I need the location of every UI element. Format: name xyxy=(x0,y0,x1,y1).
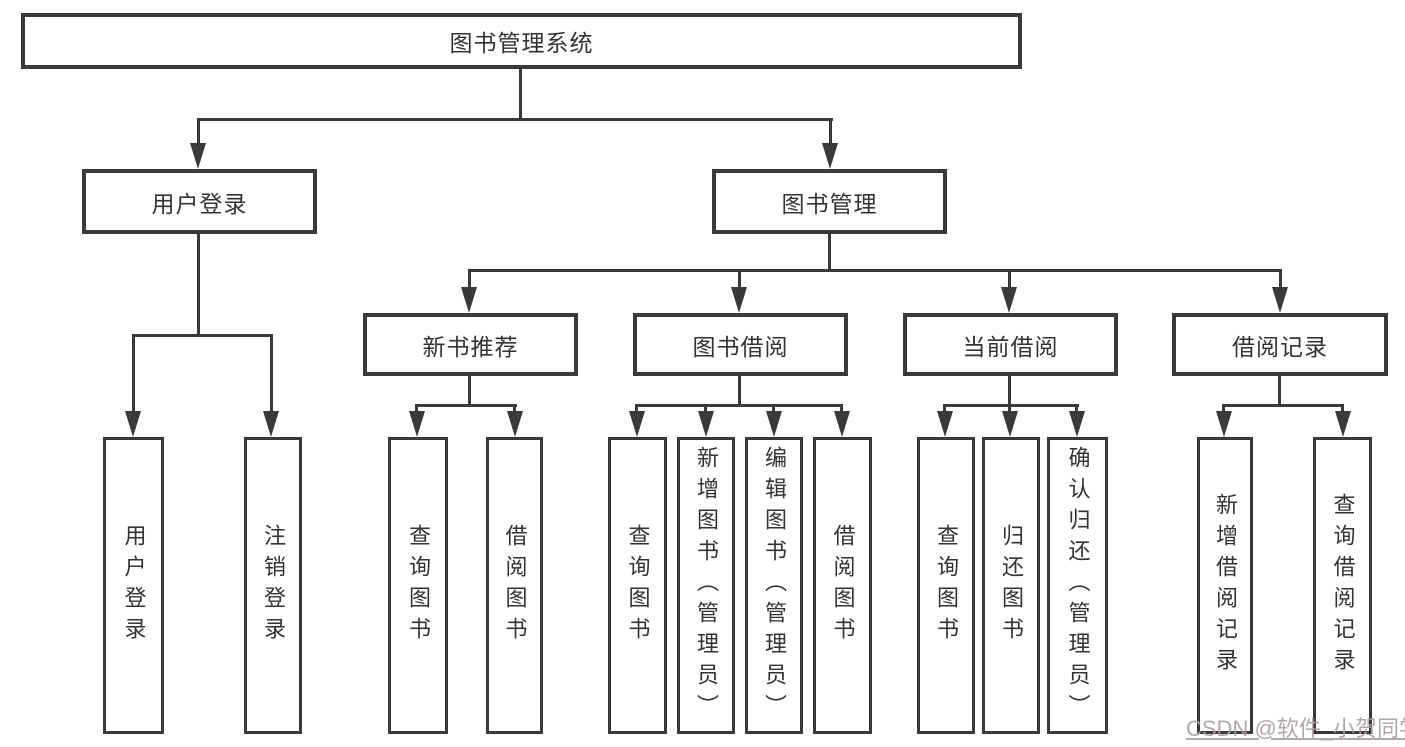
node-leaf-recommend-query-books: 查询图书 xyxy=(388,437,448,734)
node-leaf-records-query-record: 查询借阅记录 xyxy=(1313,437,1372,734)
connector-vline xyxy=(828,234,831,272)
connector-hline xyxy=(468,269,1282,272)
arrow-down-icon xyxy=(263,411,279,437)
connector-vline xyxy=(829,118,832,146)
node-leaf-borrowing-borrow-books-label: 借阅图书 xyxy=(830,523,856,648)
connector-vline xyxy=(1075,404,1078,414)
arrow-down-icon xyxy=(1335,411,1351,437)
arrow-down-icon xyxy=(1002,411,1018,437)
connector-hline xyxy=(197,118,833,121)
arrow-down-icon xyxy=(629,411,645,437)
arrow-down-icon xyxy=(731,287,747,313)
connector-vline xyxy=(468,376,471,407)
node-leaf-recommend-borrow-books: 借阅图书 xyxy=(486,437,543,734)
node-book-borrowing-label: 图书借阅 xyxy=(692,333,789,360)
arrow-down-icon xyxy=(1216,411,1232,437)
arrow-down-icon xyxy=(834,411,850,437)
connector-hline xyxy=(1223,404,1344,407)
connector-vline xyxy=(197,118,200,146)
node-leaf-recommend-borrow-books-label: 借阅图书 xyxy=(502,523,528,648)
node-new-book-recommend: 新书推荐 xyxy=(363,313,578,376)
node-root: 图书管理系统 xyxy=(21,13,1022,69)
node-book-borrowing: 图书借阅 xyxy=(633,313,848,376)
arrow-down-icon xyxy=(1272,287,1288,313)
node-book-management: 图书管理 xyxy=(712,169,947,234)
connector-vline xyxy=(1341,404,1344,414)
node-leaf-borrowing-add-books-admin-label: 新增图书（管理员） xyxy=(694,446,719,725)
connector-hline xyxy=(944,404,1079,407)
arrow-down-icon xyxy=(507,411,523,437)
connector-vline xyxy=(519,69,522,120)
node-leaf-borrowing-query-books: 查询图书 xyxy=(608,437,667,734)
node-leaf-borrowing-query-books-label: 查询图书 xyxy=(625,523,651,648)
node-leaf-logout-label: 注销登录 xyxy=(261,523,286,648)
connector-vline xyxy=(1008,376,1011,407)
connector-vline xyxy=(1008,404,1011,414)
arrow-down-icon xyxy=(190,143,206,169)
connector-vline xyxy=(468,269,471,290)
connector-hline xyxy=(636,404,843,407)
node-leaf-current-confirm-return-admin-label: 确认归还（管理员） xyxy=(1065,446,1091,725)
csdn-watermark: CSDN @软件_小贺同学 xyxy=(1186,716,1405,741)
node-leaf-recommend-query-books-label: 查询图书 xyxy=(406,523,431,648)
connector-hline xyxy=(132,334,273,337)
arrow-down-icon xyxy=(1001,287,1017,313)
connector-vline xyxy=(738,376,741,407)
connector-vline xyxy=(738,269,741,290)
connector-vline xyxy=(943,404,946,414)
node-root-label: 图书管理系统 xyxy=(449,30,594,56)
node-leaf-records-add-record-label: 新增借阅记录 xyxy=(1213,492,1238,679)
node-leaf-records-add-record: 新增借阅记录 xyxy=(1197,437,1253,734)
arrow-down-icon xyxy=(937,411,953,437)
node-new-book-recommend-label: 新书推荐 xyxy=(422,333,519,360)
arrow-down-icon xyxy=(822,143,838,169)
connector-vline xyxy=(132,334,135,412)
connector-vline xyxy=(1278,376,1281,407)
node-leaf-user-login-label: 用户登录 xyxy=(121,523,147,648)
node-current-borrowing-label: 当前借阅 xyxy=(962,333,1059,360)
connector-vline xyxy=(1008,269,1011,290)
connector-vline xyxy=(513,404,516,414)
node-leaf-current-query-books-label: 查询图书 xyxy=(934,523,959,648)
connector-vline xyxy=(197,233,200,337)
connector-vline xyxy=(1279,269,1282,290)
connector-vline xyxy=(270,334,273,412)
arrow-down-icon xyxy=(698,411,714,437)
connector-vline xyxy=(1222,404,1225,414)
node-user-login-label: 用户登录 xyxy=(151,190,248,217)
connector-vline xyxy=(704,404,707,414)
node-leaf-records-query-record-label: 查询借阅记录 xyxy=(1330,492,1356,679)
node-leaf-borrowing-edit-books-admin: 编辑图书（管理员） xyxy=(745,437,803,734)
arrow-down-icon xyxy=(125,411,141,437)
node-user-login: 用户登录 xyxy=(82,169,317,234)
node-leaf-current-confirm-return-admin: 确认归还（管理员） xyxy=(1047,437,1108,734)
node-book-management-label: 图书管理 xyxy=(781,190,878,217)
node-leaf-current-query-books: 查询图书 xyxy=(917,437,975,734)
connector-vline xyxy=(840,404,843,414)
node-leaf-borrowing-borrow-books: 借阅图书 xyxy=(813,437,872,734)
node-leaf-current-return-books: 归还图书 xyxy=(982,437,1040,734)
node-borrowing-records-label: 借阅记录 xyxy=(1232,333,1328,360)
arrow-down-icon xyxy=(1069,411,1085,437)
arrow-down-icon xyxy=(461,287,477,313)
connector-vline xyxy=(635,404,638,414)
connector-vline xyxy=(772,404,775,414)
node-leaf-borrowing-add-books-admin: 新增图书（管理员） xyxy=(677,437,735,734)
connector-vline xyxy=(415,404,418,414)
node-current-borrowing: 当前借阅 xyxy=(903,313,1118,376)
connector-hline xyxy=(416,404,517,407)
node-borrowing-records: 借阅记录 xyxy=(1172,313,1388,376)
node-leaf-logout: 注销登录 xyxy=(244,437,302,734)
arrow-down-icon xyxy=(409,411,425,437)
node-leaf-user-login: 用户登录 xyxy=(103,437,164,734)
arrow-down-icon xyxy=(766,411,782,437)
node-leaf-current-return-books-label: 归还图书 xyxy=(999,523,1024,648)
node-leaf-borrowing-edit-books-admin-label: 编辑图书（管理员） xyxy=(762,446,787,725)
